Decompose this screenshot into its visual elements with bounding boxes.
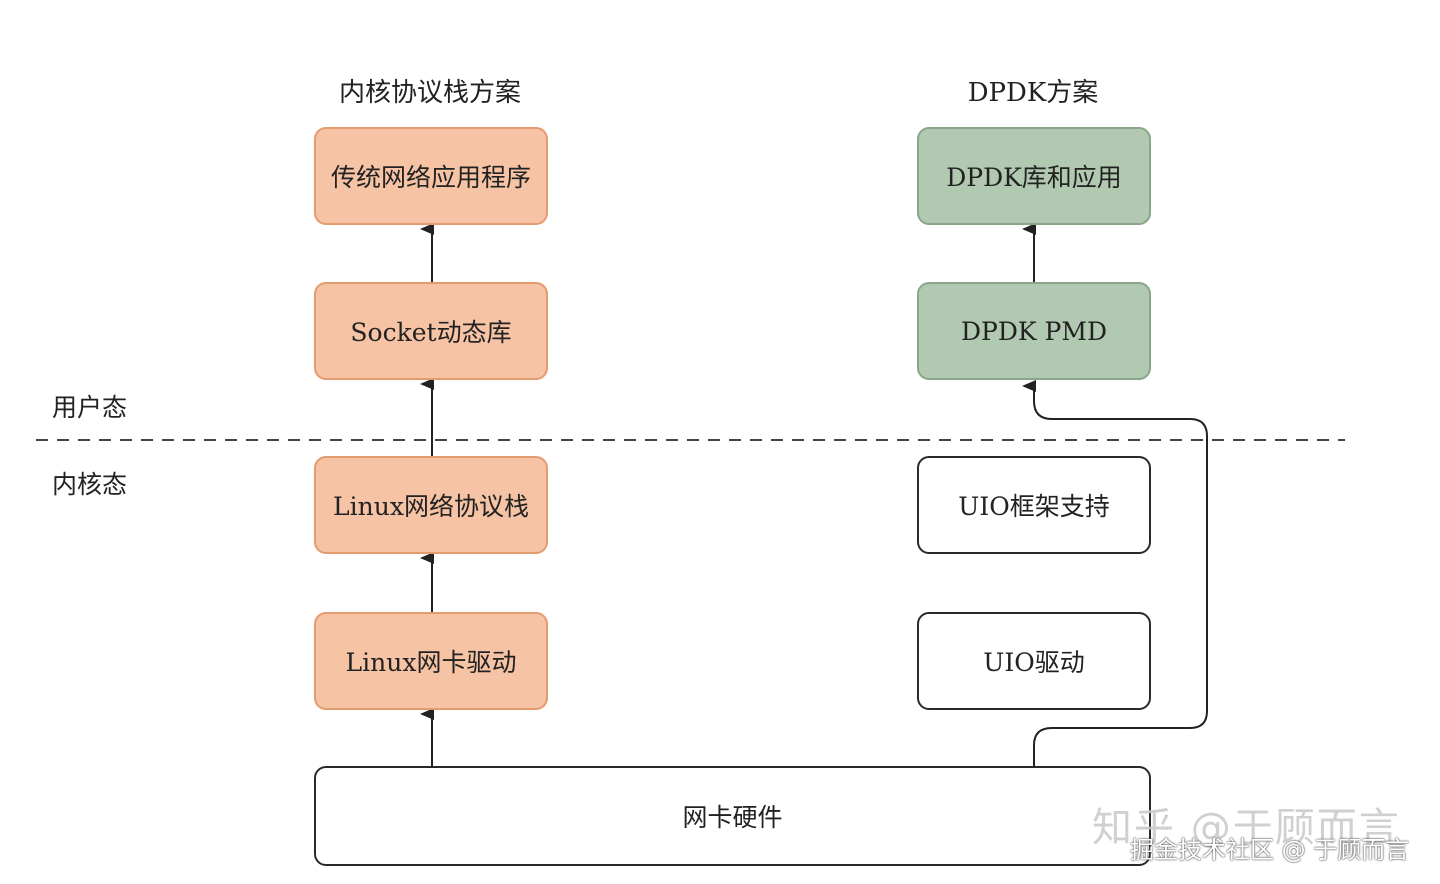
dpdk-pmd-node: DPDK PMD — [917, 282, 1151, 380]
user-space-label: 用户态 — [52, 393, 128, 422]
kernel-stack-title: 内核协议栈方案 — [338, 78, 522, 108]
linux-stack-node: Linux网络协议栈 — [314, 456, 548, 554]
linux-driver-node: Linux网卡驱动 — [314, 612, 548, 710]
dpdk-lib-app-node: DPDK库和应用 — [917, 127, 1151, 225]
nic-hardware-node: 网卡硬件 — [314, 766, 1151, 866]
zhihu-watermark: 知乎 @于顾而言 — [1092, 805, 1401, 851]
kernel-space-label: 内核态 — [52, 470, 128, 499]
socket-lib-node: Socket动态库 — [314, 282, 548, 380]
traditional-app-node: 传统网络应用程序 — [314, 127, 548, 225]
juejin-watermark: 掘金技术社区 @ 于顾而言 — [1130, 836, 1410, 864]
uio-driver-node: UIO驱动 — [917, 612, 1151, 710]
uio-framework-node: UIO框架支持 — [917, 456, 1151, 554]
arrow-nic-to-pmd-bypass — [1022, 380, 1208, 766]
dpdk-title: DPDK方案 — [967, 78, 1099, 108]
